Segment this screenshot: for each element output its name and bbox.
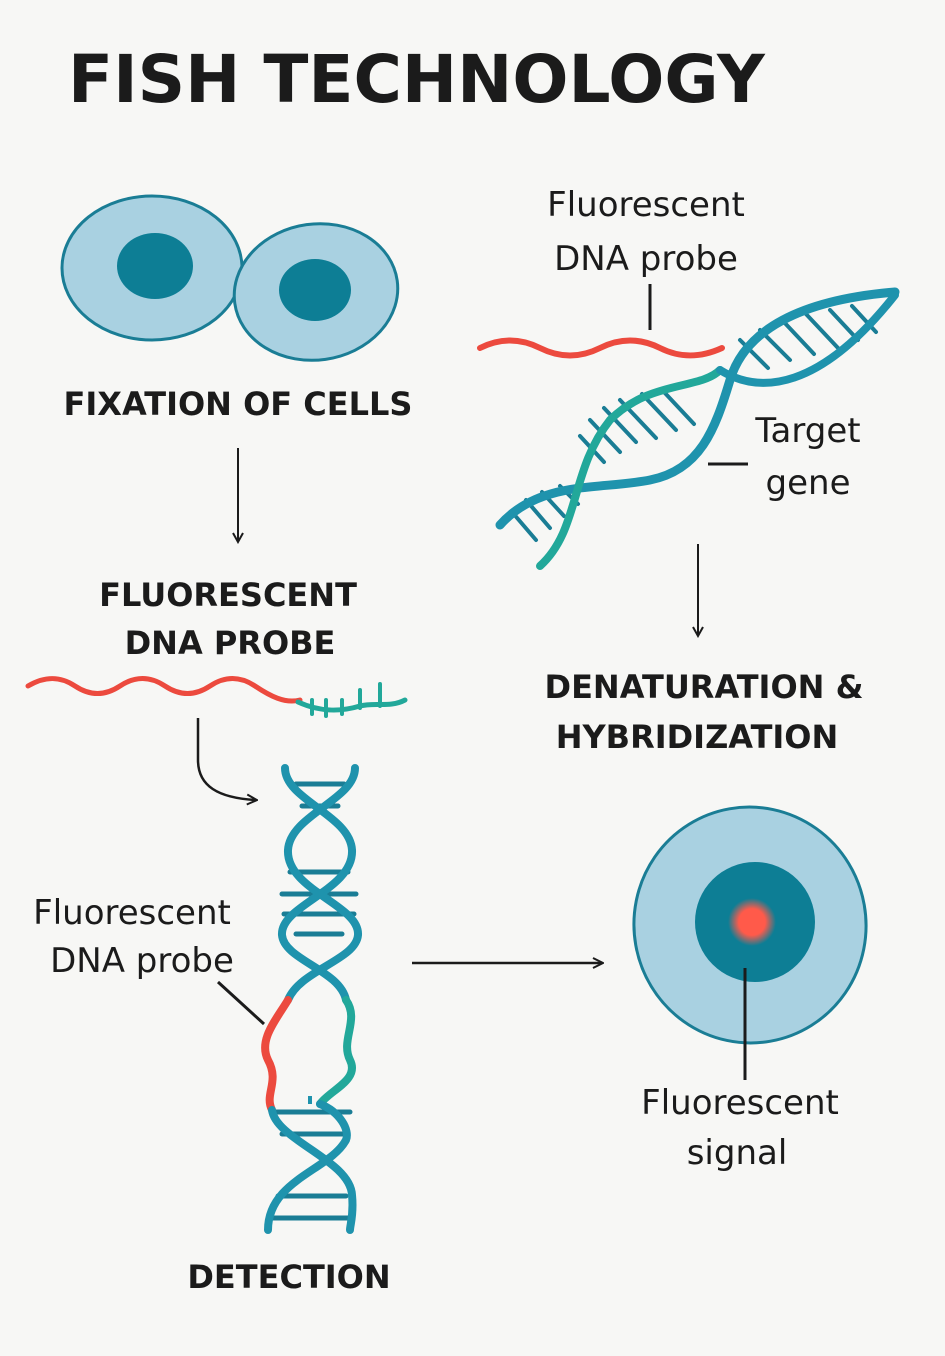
step-detection-label: DETECTION (187, 1258, 390, 1296)
probe-red-strand (25, 676, 303, 704)
probe-top-label-line1: Fluorescent (547, 185, 745, 225)
fixed-cells (60, 194, 400, 362)
probe-green-tail (295, 697, 408, 713)
step-fixation-label: FIXATION OF CELLS (64, 385, 413, 423)
nucleus-left (117, 233, 193, 299)
probe-left-label-line1: Fluorescent (33, 893, 231, 933)
step-denature-label-line2: HYBRIDIZATION (556, 718, 839, 756)
probe-left-label-line2: DNA probe (50, 941, 234, 981)
fluorescent-signal-dot (728, 898, 776, 946)
step-probe-label-line2: DNA PROBE (125, 624, 336, 662)
probe-strand (25, 676, 408, 718)
signal-cell (632, 805, 868, 1045)
probe-left-pointer (216, 980, 266, 1026)
step-probe-label-line1: FLUORESCENT (99, 576, 357, 614)
signal-label-line2: signal (687, 1133, 788, 1173)
probe-top-label-line2: DNA probe (554, 239, 738, 279)
nucleus-right (279, 259, 351, 321)
arrow-probe-to-dna (196, 718, 256, 800)
target-gene-label-line1: Target (754, 411, 860, 451)
signal-label-line1: Fluorescent (641, 1083, 839, 1123)
step-denature-label-line1: DENATURATION & (545, 668, 864, 706)
probe-top-red (477, 337, 725, 359)
page-title: FISH TECHNOLOGY (68, 41, 766, 118)
target-gene-label-line2: gene (766, 463, 851, 503)
hybridized-probe-red (261, 996, 292, 1114)
detection-helix (261, 764, 362, 1234)
target-helix (477, 287, 900, 570)
